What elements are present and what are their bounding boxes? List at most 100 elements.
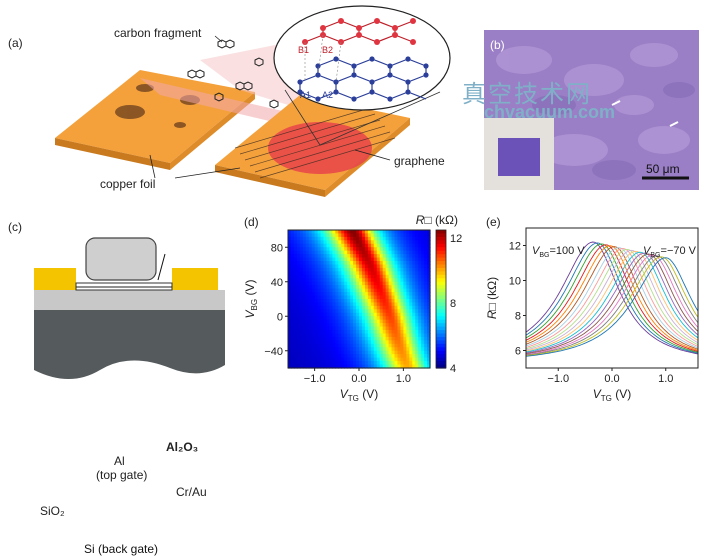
heatmap-cell	[299, 247, 304, 252]
heatmap-cell	[341, 254, 345, 259]
heatmap-cell	[311, 309, 316, 314]
heatmap-cell	[317, 236, 322, 241]
heatmap-cell	[299, 254, 304, 259]
heatmap-cell	[373, 240, 378, 245]
heatmap-cell	[361, 350, 366, 355]
heatmap-cell	[400, 267, 404, 272]
heatmap-cell	[376, 312, 381, 317]
heatmap-cell	[296, 299, 301, 304]
heatmap-cell	[373, 299, 378, 304]
heatmap-cell	[400, 257, 404, 262]
heatmap-cell	[290, 309, 295, 314]
heatmap-cell	[341, 236, 345, 241]
heatmap-cell	[403, 302, 407, 307]
heatmap-cell	[359, 233, 363, 238]
heatmap-cell	[311, 336, 316, 341]
heatmap-cell	[317, 299, 322, 304]
heatmap-cell	[332, 316, 336, 321]
heatmap-cell	[353, 278, 357, 283]
heatmap-cell	[382, 292, 387, 297]
panel-d-label: (d)	[244, 215, 259, 229]
heatmap-cell	[388, 347, 393, 352]
heatmap-cell	[361, 319, 366, 324]
curve-line	[525, 252, 699, 354]
colorbar-cell	[436, 257, 446, 262]
heatmap-cell	[412, 233, 416, 238]
heatmap-cell	[406, 230, 410, 235]
heatmap-cell	[364, 257, 369, 262]
heatmap-cell	[388, 288, 393, 293]
heatmap-cell	[341, 347, 345, 352]
heatmap-cell	[290, 350, 295, 355]
heatmap-cell	[394, 236, 399, 241]
heatmap-cell	[412, 247, 416, 252]
heatmap-cell	[296, 333, 301, 338]
heatmap-cell	[359, 309, 363, 314]
heatmap-cell	[350, 264, 354, 269]
heatmap-cell	[317, 254, 322, 259]
heatmap-cell	[356, 295, 360, 300]
heatmap-cell	[347, 326, 351, 331]
heatmap-cell	[418, 288, 422, 293]
heatmap-cell	[415, 333, 419, 338]
heatmap-cell	[391, 333, 396, 338]
heatmap-cell	[359, 264, 363, 269]
heatmap-cell	[344, 319, 348, 324]
scale-bar-text: 50 μm	[646, 162, 680, 176]
heatmap-cell	[308, 336, 313, 341]
heatmap-cell	[400, 240, 404, 245]
heatmap-cell	[350, 288, 354, 293]
heatmap-cell	[370, 267, 375, 272]
heatmap-cell	[421, 299, 425, 304]
heatmap-cell	[397, 364, 402, 369]
heatmap-cell	[314, 292, 319, 297]
heatmap-cell	[308, 254, 313, 259]
heatmap-cell	[302, 302, 307, 307]
heatmap-cell	[347, 233, 351, 238]
heatmap-cell	[373, 281, 378, 286]
heatmap-cell	[427, 264, 431, 269]
heatmap-cell	[317, 264, 322, 269]
heatmap-cell	[329, 271, 333, 276]
heatmap-cell	[382, 295, 387, 300]
heatmap-cell	[388, 343, 393, 348]
heatmap-cell	[418, 326, 422, 331]
heatmap-cell	[391, 309, 396, 314]
heatmap-cell	[409, 271, 413, 276]
panel-a: (a)	[0, 0, 470, 200]
heatmap-cell	[373, 357, 378, 362]
heatmap-cell	[317, 336, 322, 341]
heatmap-cell	[412, 288, 416, 293]
heatmap-cell	[353, 254, 357, 259]
al-top-gate	[85, 237, 157, 281]
heatmap-cell	[293, 271, 298, 276]
heatmap-cell	[388, 278, 393, 283]
heatmap-cell	[332, 292, 336, 297]
heatmap-cell	[326, 288, 331, 293]
heatmap-cell	[415, 343, 419, 348]
heatmap-cell	[370, 312, 375, 317]
heatmap-cell	[361, 305, 366, 310]
heatmap-cell	[406, 343, 410, 348]
heatmap-cell	[350, 295, 354, 300]
heatmap-cell	[382, 247, 387, 252]
heatmap-cell	[361, 271, 366, 276]
heatmap-cell	[361, 274, 366, 279]
heatmap-cell	[359, 257, 363, 262]
heatmap-cell	[290, 312, 295, 317]
heatmap-cell	[356, 333, 360, 338]
heatmap-cell	[296, 295, 301, 300]
heatmap-cell	[376, 240, 381, 245]
heatmap-cell	[424, 274, 428, 279]
heatmap-cell	[403, 299, 407, 304]
heatmap-cell	[356, 309, 360, 314]
heatmap-cell	[302, 292, 307, 297]
micrograph	[484, 30, 699, 190]
heatmap-cell	[397, 243, 402, 248]
heatmap-cell	[406, 243, 410, 248]
heatmap-cell	[418, 247, 422, 252]
heatmap-cell	[397, 261, 402, 266]
heatmap-cell	[385, 326, 390, 331]
heatmap-cell	[320, 319, 325, 324]
heatmap-cell	[335, 343, 339, 348]
